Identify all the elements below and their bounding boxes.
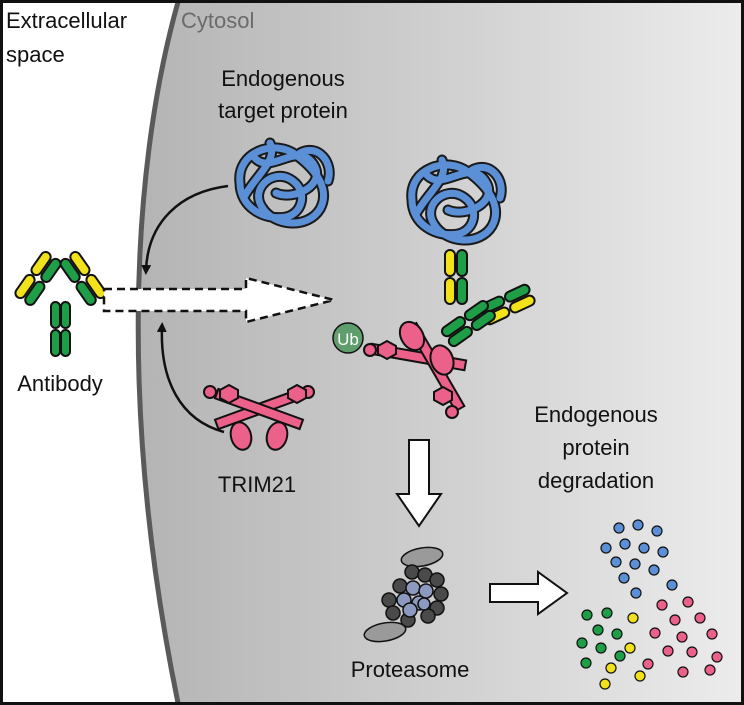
trim21-label: TRIM21 [218,472,296,497]
target-protein-label-line2: target protein [218,98,348,123]
degraded-fragments [576,519,723,690]
proteasome-label: Proteasome [351,657,470,682]
tangled-protein-icon [234,137,335,229]
tangled-protein-icon [406,154,507,246]
down-arrow [395,439,443,528]
degradation-label: Endogenous [534,402,658,427]
trim21-icon [363,320,468,419]
degradation-label-line3: degradation [538,468,654,493]
ubiquitin-icon: Ub [332,322,364,354]
curved-arrow-from-protein [141,184,229,275]
curved-arrow-from-trim21 [156,322,225,434]
antibody-label: Antibody [17,371,103,396]
right-arrow [489,570,569,616]
degradation-label-line2: protein [562,435,629,460]
proteasome-icon [363,546,449,643]
delivery-arrow [102,276,335,324]
cytosol-label: Cytosol [181,8,254,33]
antibody-icon [14,250,107,357]
trim21-icon [203,383,315,451]
extracellular-label: Extracellular [6,8,127,33]
antibody-icon [440,249,536,348]
extracellular-label-line2: space [6,42,65,67]
cell-membrane [135,1,181,704]
target-protein-label: Endogenous [221,66,345,91]
ub-label: Ub [337,330,359,349]
